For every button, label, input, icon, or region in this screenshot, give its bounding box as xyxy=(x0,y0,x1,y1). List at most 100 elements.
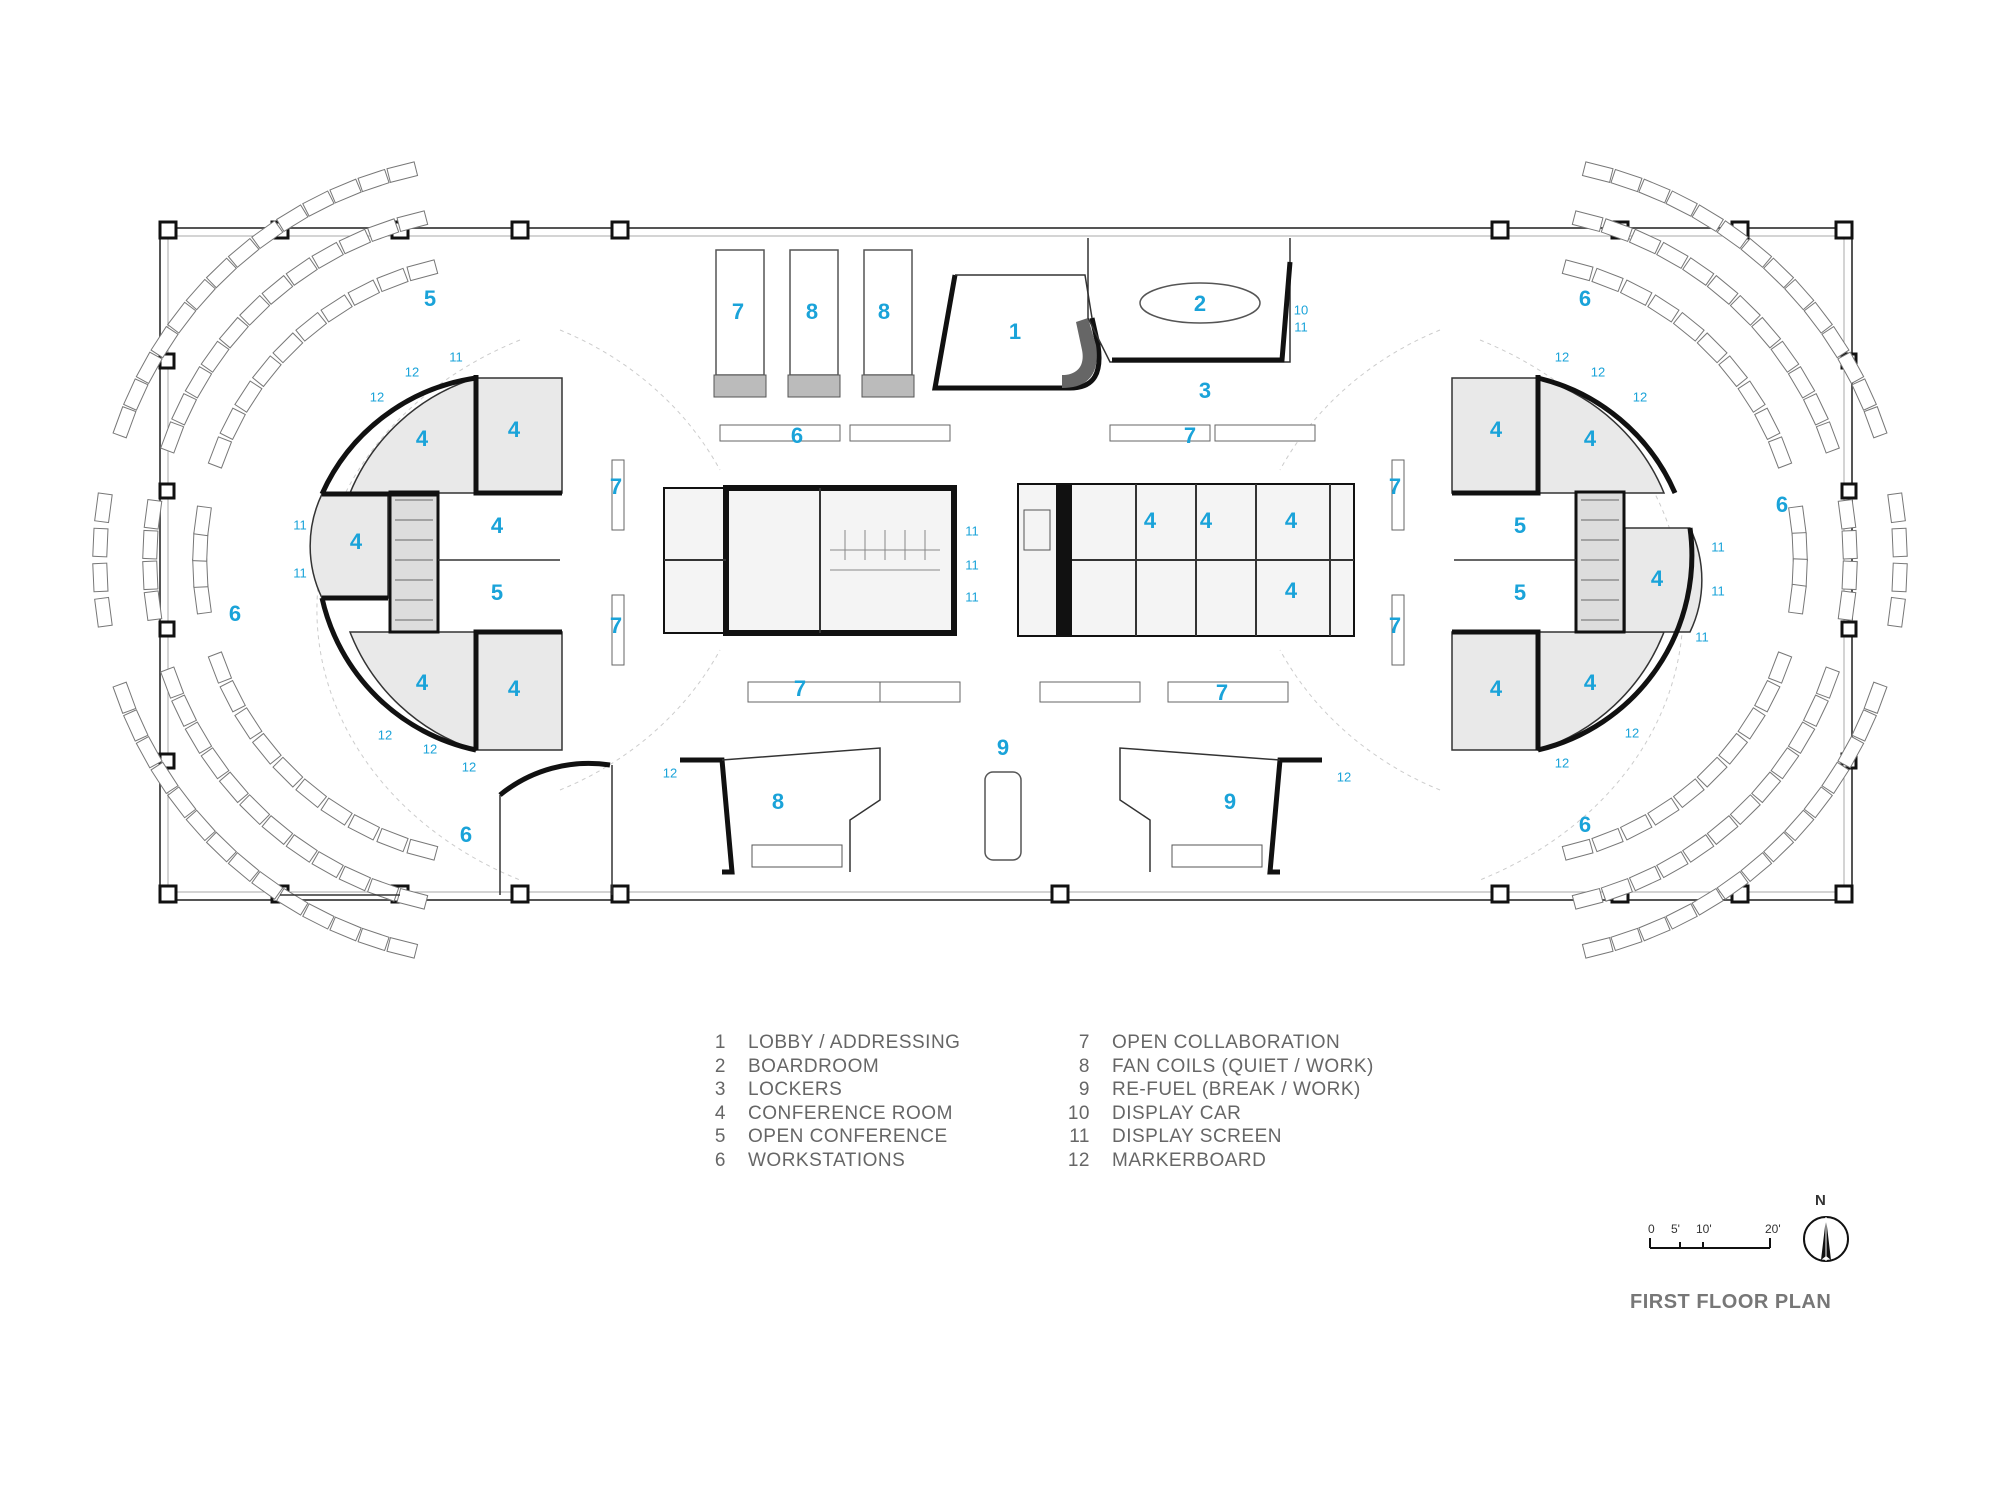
workstation-desk xyxy=(1788,505,1807,537)
workstation-desk xyxy=(207,651,233,684)
structural-column xyxy=(1490,884,1510,904)
collab-table xyxy=(1214,424,1316,442)
workstation-desk xyxy=(1815,666,1840,699)
workstation-desk xyxy=(1571,210,1604,233)
zone-label: 9 xyxy=(1224,789,1236,814)
workstation-desk xyxy=(338,865,372,892)
workstation-desk xyxy=(1561,838,1594,861)
workstation-desk xyxy=(142,529,159,560)
workstation-desk xyxy=(406,838,439,861)
zone-label: 12 xyxy=(663,765,677,780)
workstation-desk xyxy=(1762,831,1795,863)
zone-label: 11 xyxy=(965,557,979,572)
workstation-desk xyxy=(160,666,185,699)
workstation-desk xyxy=(1610,927,1643,952)
workstation-desk xyxy=(193,505,212,537)
workstation-desk xyxy=(239,294,271,326)
zone-label: 3 xyxy=(1199,378,1211,403)
workstation-desk xyxy=(1581,161,1614,183)
north-label: N xyxy=(1815,1192,1826,1209)
workstation-desk xyxy=(1767,651,1793,684)
workstation-desk xyxy=(192,532,209,562)
workstation-desk xyxy=(1863,681,1888,714)
workstation-desk xyxy=(1706,274,1739,305)
zone-label: 11 xyxy=(1711,583,1725,598)
workstation-desk xyxy=(1696,332,1728,364)
zone-label: 6 xyxy=(1579,812,1591,837)
zone-label: 7 xyxy=(1184,423,1196,448)
workstation-desk xyxy=(1841,560,1858,591)
workstation-desk xyxy=(185,809,216,842)
zone-label: 4 xyxy=(416,426,429,451)
workstation-desk xyxy=(192,558,209,588)
collab-table xyxy=(879,681,961,703)
structural-column xyxy=(158,220,178,240)
workstation-desk xyxy=(366,218,400,242)
workstation-desk xyxy=(302,903,335,930)
zone-label: 11 xyxy=(449,349,463,364)
zone-label: 5 xyxy=(1514,513,1526,538)
workstation-desk xyxy=(227,852,260,883)
zone-label: 7 xyxy=(610,613,622,638)
workstation-desk xyxy=(1682,834,1715,863)
workstation-desk xyxy=(1591,267,1624,293)
workstation-desk xyxy=(200,747,230,780)
zone-label: 11 xyxy=(965,523,979,538)
zone-label: 8 xyxy=(878,299,890,324)
workstation-desk xyxy=(1803,786,1834,819)
lobby xyxy=(932,274,1102,391)
workstation-desk xyxy=(1770,747,1800,780)
workstation-desk xyxy=(1672,778,1705,809)
workstation-desk xyxy=(1665,190,1698,217)
structural-column xyxy=(1834,884,1854,904)
workstation-desk xyxy=(1815,421,1840,454)
workstation-desk xyxy=(320,294,353,323)
collab-table xyxy=(1167,681,1289,703)
workstation-desk xyxy=(329,178,362,204)
zone-label: 4 xyxy=(1651,566,1664,591)
workstation-desk xyxy=(227,237,260,268)
workstation-desk xyxy=(160,421,185,454)
zone-label: 4 xyxy=(508,417,521,442)
workstation-desk xyxy=(1682,257,1715,286)
structural-column xyxy=(158,482,176,500)
zone-label: 5 xyxy=(491,580,503,605)
workstation-desk xyxy=(1729,294,1761,326)
workstation-desk xyxy=(376,827,409,853)
fan-coil-pod xyxy=(715,249,765,376)
scale-tick-label: 10' xyxy=(1696,1222,1712,1236)
workstation-desk xyxy=(234,707,263,740)
workstation-desk xyxy=(1837,590,1857,622)
west-conference-cluster xyxy=(309,375,563,753)
workstation-desk xyxy=(1628,865,1662,892)
workstation-desk xyxy=(386,161,419,183)
zone-label: 4 xyxy=(1584,426,1597,451)
scale-tick-label: 0 xyxy=(1648,1222,1655,1236)
zone-label: 6 xyxy=(1776,492,1788,517)
workstation-desk xyxy=(1729,794,1761,826)
workstation-desk xyxy=(205,831,238,863)
restroom-core xyxy=(663,485,957,636)
structural-column xyxy=(158,884,178,904)
workstation-desk xyxy=(219,679,246,713)
workstation-desk xyxy=(1610,168,1643,193)
collaboration-tables xyxy=(611,424,1405,703)
workstation-desk xyxy=(1718,732,1749,765)
workstation-desk xyxy=(1561,259,1594,282)
structural-column xyxy=(510,884,530,904)
workstation-desk xyxy=(1716,220,1749,250)
zone-label: 10 xyxy=(1294,302,1308,317)
structural-column xyxy=(610,220,630,240)
workstation-desk xyxy=(1851,378,1878,411)
workstation-desk xyxy=(1571,887,1604,910)
workstation-desk xyxy=(366,878,400,902)
zone-label: 4 xyxy=(1584,670,1597,695)
zone-label: 6 xyxy=(460,822,472,847)
zone-label: 7 xyxy=(1216,680,1228,705)
workstation-desk xyxy=(142,560,159,591)
